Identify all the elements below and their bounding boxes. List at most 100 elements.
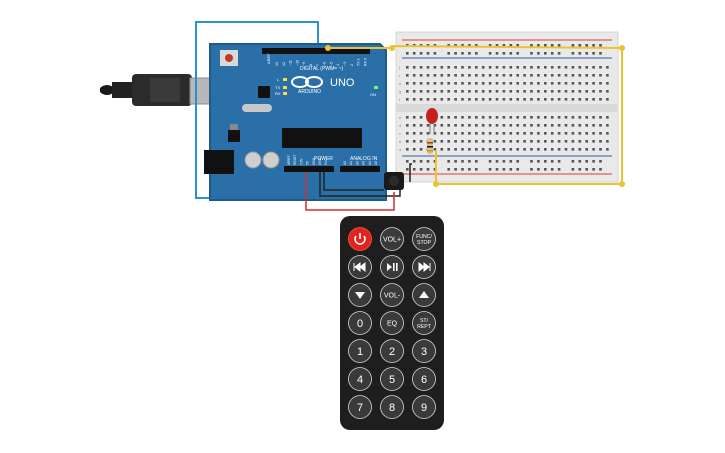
breadboard-hole[interactable] (523, 66, 526, 69)
zero-button[interactable]: 0 (348, 311, 372, 335)
breadboard-hole[interactable] (571, 82, 575, 85)
breadboard-hole[interactable] (578, 116, 582, 119)
breadboard-hole[interactable] (419, 148, 423, 151)
breadboard-hole[interactable] (419, 140, 423, 143)
breadboard-hole[interactable] (516, 66, 519, 69)
rail-hole[interactable] (433, 52, 437, 55)
breadboard-hole[interactable] (571, 124, 575, 127)
breadboard-hole[interactable] (495, 74, 499, 77)
blue-wire[interactable] (195, 21, 319, 199)
rail-hole[interactable] (537, 168, 540, 171)
rail-hole[interactable] (502, 168, 506, 171)
breadboard-hole[interactable] (550, 116, 554, 119)
three-button[interactable]: 3 (412, 339, 436, 363)
breadboard-hole[interactable] (578, 124, 582, 127)
breadboard-hole[interactable] (502, 66, 506, 69)
breadboard-hole[interactable] (537, 124, 540, 127)
breadboard-hole[interactable] (488, 66, 492, 69)
breadboard-hole[interactable] (419, 82, 423, 85)
breadboard-hole[interactable] (578, 90, 582, 93)
breadboard-hole[interactable] (481, 140, 485, 143)
rail-hole[interactable] (461, 160, 464, 163)
breadboard-hole[interactable] (564, 116, 568, 119)
breadboard-hole[interactable] (412, 116, 416, 119)
rail-hole[interactable] (454, 168, 457, 171)
rail-hole[interactable] (530, 160, 533, 163)
breadboard-hole[interactable] (585, 148, 588, 151)
breadboard-hole[interactable] (564, 90, 568, 93)
rail-hole[interactable] (412, 160, 416, 163)
breadboard-hole[interactable] (412, 90, 416, 93)
breadboard-hole[interactable] (488, 140, 492, 143)
breadboard-hole[interactable] (606, 98, 609, 101)
rail-hole[interactable] (537, 52, 540, 55)
rail-hole[interactable] (475, 160, 478, 163)
rail-hole[interactable] (488, 44, 492, 47)
rail-hole[interactable] (468, 52, 471, 55)
breadboard-hole[interactable] (571, 132, 575, 135)
rail-hole[interactable] (475, 168, 478, 171)
breadboard-hole[interactable] (412, 82, 416, 85)
rail-hole[interactable] (419, 168, 423, 171)
breadboard-hole[interactable] (599, 116, 602, 119)
breadboard-hole[interactable] (509, 132, 513, 135)
breadboard-hole[interactable] (544, 90, 547, 93)
breadboard-hole[interactable] (592, 74, 595, 77)
rail-hole[interactable] (585, 168, 588, 171)
breadboard-hole[interactable] (606, 148, 609, 151)
breadboard-hole[interactable] (495, 132, 499, 135)
breadboard-hole[interactable] (537, 82, 540, 85)
breadboard-hole[interactable] (475, 66, 478, 69)
rail-hole[interactable] (426, 160, 430, 163)
breadboard-hole[interactable] (550, 124, 554, 127)
breadboard-hole[interactable] (606, 132, 609, 135)
rail-hole[interactable] (461, 168, 464, 171)
nine-button-shape[interactable] (412, 395, 436, 419)
rail-hole[interactable] (544, 44, 547, 47)
breadboard-hole[interactable] (592, 132, 595, 135)
breadboard-hole[interactable] (523, 124, 526, 127)
breadboard-hole[interactable] (440, 66, 444, 69)
breadboard-hole[interactable] (550, 90, 554, 93)
breadboard-hole[interactable] (516, 82, 519, 85)
rail-hole[interactable] (419, 160, 423, 163)
breadboard-hole[interactable] (475, 90, 478, 93)
breadboard-hole[interactable] (606, 90, 609, 93)
breadboard-hole[interactable] (557, 116, 561, 119)
breadboard-hole[interactable] (406, 140, 409, 143)
breadboard-hole[interactable] (447, 148, 450, 151)
rail-hole[interactable] (426, 168, 430, 171)
rail-hole[interactable] (495, 44, 499, 47)
rail-hole[interactable] (578, 44, 582, 47)
rail-hole[interactable] (585, 160, 588, 163)
rail-hole[interactable] (592, 168, 595, 171)
breadboard-hole[interactable] (433, 148, 437, 151)
breadboard-hole[interactable] (571, 116, 575, 119)
breadboard-hole[interactable] (502, 140, 506, 143)
breadboard-hole[interactable] (557, 90, 561, 93)
red-wire[interactable] (305, 172, 395, 211)
breadboard-hole[interactable] (523, 74, 526, 77)
rail-hole[interactable] (433, 44, 437, 47)
breadboard-hole[interactable] (537, 148, 540, 151)
breadboard-hole[interactable] (454, 132, 457, 135)
breadboard-hole[interactable] (475, 132, 478, 135)
rail-hole[interactable] (550, 168, 554, 171)
breadboard-hole[interactable] (606, 140, 609, 143)
breadboard-hole[interactable] (412, 66, 416, 69)
rail-hole[interactable] (530, 44, 533, 47)
breadboard-hole[interactable] (488, 124, 492, 127)
breadboard-hole[interactable] (440, 90, 444, 93)
breadboard-hole[interactable] (516, 148, 519, 151)
breadboard-hole[interactable] (516, 132, 519, 135)
black-wires[interactable] (319, 163, 412, 197)
breadboard-hole[interactable] (481, 148, 485, 151)
breadboard-hole[interactable] (592, 140, 595, 143)
breadboard-hole[interactable] (578, 98, 582, 101)
seven-button[interactable]: 7 (348, 395, 372, 419)
breadboard-hole[interactable] (461, 148, 464, 151)
rail-hole[interactable] (509, 44, 513, 47)
play-pause-button[interactable] (380, 255, 404, 279)
